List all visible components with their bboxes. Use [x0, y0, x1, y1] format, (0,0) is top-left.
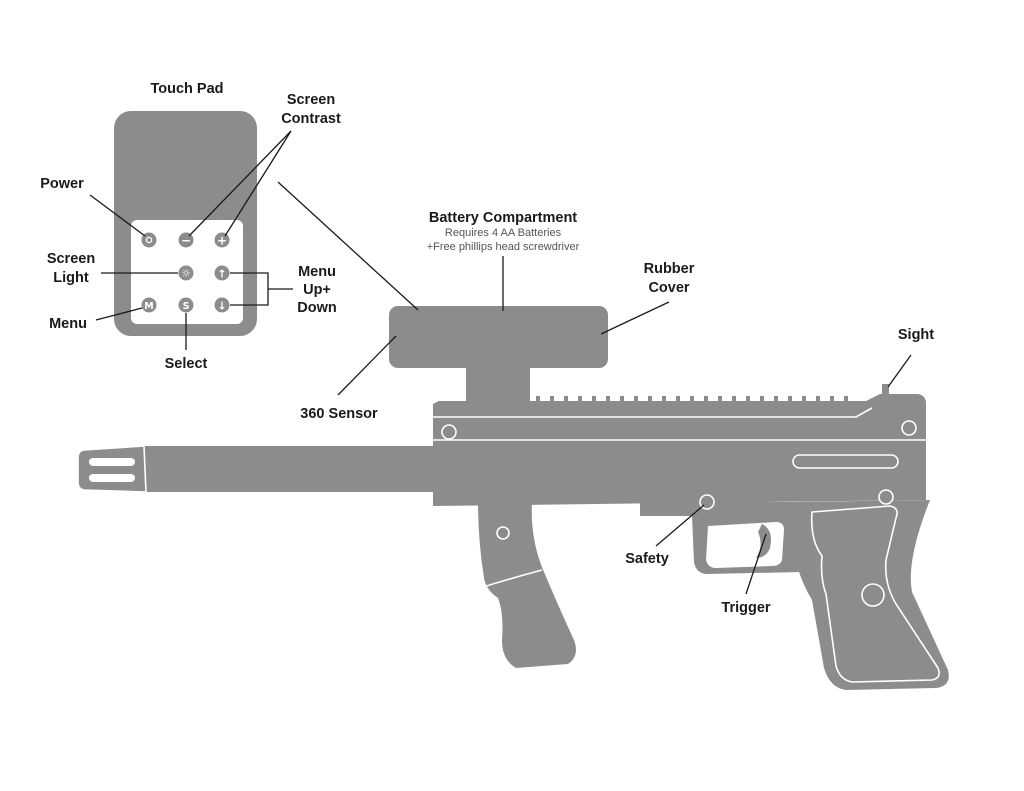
sight-label: Sight [898, 327, 934, 343]
receiver-pin-front [441, 424, 457, 440]
battery-note-line2: +Free phillips head screwdriver [427, 241, 580, 253]
battery-compartment-label: Battery Compartment [429, 210, 577, 226]
screen-contrast-label-line2: Contrast [281, 111, 341, 127]
muzzle-brake [77, 445, 147, 493]
screen-light-label: Screen [47, 251, 95, 267]
trigger-label: Trigger [721, 600, 771, 616]
select-glyph-icon: S [183, 301, 190, 312]
gun-illustration [77, 306, 949, 690]
menu-button[interactable] [141, 297, 157, 313]
power-icon [145, 236, 153, 244]
leader-safety [655, 504, 705, 547]
foregrip-pin [496, 526, 510, 540]
receiver-slot [792, 454, 899, 469]
power-label: Power [40, 176, 84, 192]
plus-icon: + [217, 234, 227, 248]
menu-up-down-label-line3: Down [297, 300, 336, 316]
receiver [433, 394, 926, 506]
menu-up-down-label-line2: Up+ [303, 282, 331, 298]
leader-rubber-cover [600, 301, 670, 335]
touch-pad: − + ☼ ↑ M S ↓ [114, 111, 257, 336]
rear-loop [926, 439, 944, 483]
leader-lines [89, 130, 912, 595]
leader-touchpad-to-box [277, 181, 419, 311]
leader-sensor [337, 335, 397, 396]
power-button[interactable] [141, 232, 157, 248]
screen-contrast-label: Screen [287, 92, 335, 108]
leader-menu [95, 307, 143, 321]
screen-light-button[interactable] [178, 265, 194, 281]
barrel [142, 446, 440, 492]
grip-screw [861, 583, 885, 607]
muzzle-port-lower [89, 474, 135, 482]
sensor-label: 360 Sensor [300, 406, 378, 422]
sight-post [882, 384, 889, 395]
receiver-rail-line [433, 407, 873, 418]
contrast-plus-button[interactable] [214, 232, 230, 248]
battery-note: Requires 4 AA Batteries [445, 227, 562, 239]
screen-light-label-line2: Light [53, 270, 89, 286]
touch-pad-label: Touch Pad [150, 81, 223, 97]
menu-glyph-icon: M [144, 301, 153, 312]
grip-panel-outline [810, 505, 940, 683]
trigger-guard [706, 522, 784, 568]
grip-pin [878, 489, 894, 505]
arrow-down-icon: ↓ [217, 300, 226, 313]
leader-menu-up-down [230, 272, 293, 306]
leader-contrast-minus [188, 130, 292, 237]
select-button[interactable] [178, 297, 194, 313]
receiver-pin-rear [901, 420, 917, 436]
menu-down-button[interactable] [214, 297, 230, 313]
muzzle-port-upper [89, 458, 135, 466]
menu-up-button[interactable] [214, 265, 230, 281]
menu-label: Menu [49, 316, 87, 332]
rubber-cover-label-line2: Cover [648, 280, 689, 296]
leader-contrast-plus [224, 130, 292, 237]
labels: Touch Pad Screen Contrast Power Screen L… [40, 81, 934, 616]
menu-up-down-label: Menu [298, 264, 336, 280]
sun-icon: ☼ [181, 267, 191, 280]
foregrip [478, 502, 576, 668]
leader-sight [887, 354, 912, 388]
select-label: Select [165, 356, 208, 372]
foregrip-collar [479, 569, 543, 589]
contrast-minus-button[interactable] [178, 232, 194, 248]
battery-compartment [389, 306, 608, 368]
arrow-up-icon: ↑ [217, 268, 226, 281]
leader-power [89, 194, 146, 237]
minus-icon: − [181, 234, 191, 248]
leader-trigger [745, 533, 767, 595]
rubber-cover-label: Rubber [644, 261, 695, 277]
safety-label: Safety [625, 551, 669, 567]
